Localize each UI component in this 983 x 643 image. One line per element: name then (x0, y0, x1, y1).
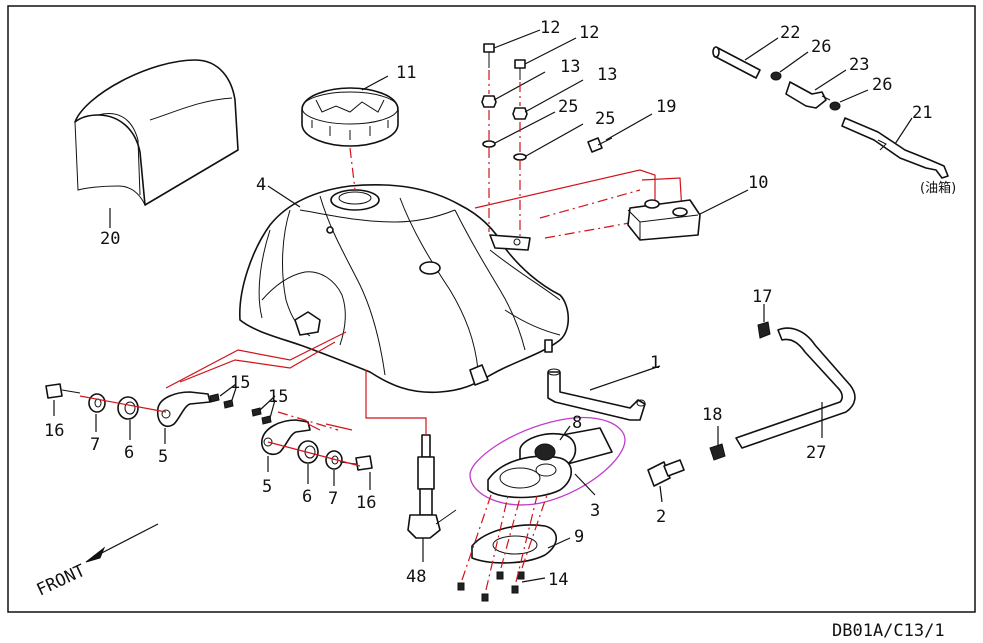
part-11-fuel-cap (301, 75, 399, 147)
callout-25a: 25 (558, 97, 578, 117)
part-1-overflow-pipe (547, 365, 661, 421)
front-bracket-hardware (45, 383, 373, 490)
callout-13a: 13 (560, 57, 580, 77)
part-27-hose (709, 304, 856, 461)
callout-12a: 12 (540, 18, 560, 38)
callout-7a: 7 (90, 435, 100, 455)
callout-14: 14 (548, 570, 568, 590)
front-label: FRONT (34, 561, 89, 601)
callout-12b: 12 (579, 23, 599, 43)
callout-8: 8 (572, 413, 582, 433)
callout-10: 10 (748, 173, 768, 193)
callout-6a: 6 (124, 443, 134, 463)
callout-26a: 26 (811, 37, 831, 57)
callout-3: 3 (590, 501, 600, 521)
mounting-bolts-12-13-25 (481, 29, 584, 161)
callout-20: 20 (100, 229, 120, 249)
part-4-fuel-tank (239, 184, 570, 394)
callout-13b: 13 (597, 65, 617, 85)
callout-22: 22 (780, 23, 800, 43)
diagram-frame (7, 5, 976, 613)
part-2-fitting (647, 459, 685, 503)
part-10-rubber-mount (627, 189, 749, 241)
callout-4: 4 (256, 175, 266, 195)
callout-2: 2 (656, 507, 666, 527)
callout-5b: 5 (262, 477, 272, 497)
callout-17: 17 (752, 287, 772, 307)
part-20-tank-cover (74, 59, 239, 228)
callout-18: 18 (702, 405, 722, 425)
part-48-drain-valve (407, 434, 457, 562)
callout-11: 11 (396, 63, 416, 83)
front-direction-arrow (85, 523, 159, 563)
callout-15a: 15 (230, 373, 250, 393)
callout-16b: 16 (356, 493, 376, 513)
callout-23: 23 (849, 55, 869, 75)
callout-27: 27 (806, 443, 826, 463)
callout-1: 1 (650, 353, 660, 373)
callout-16a: 16 (44, 421, 64, 441)
callout-15b: 15 (268, 387, 288, 407)
callout-48: 48 (406, 567, 426, 587)
callout-21: 21 (912, 103, 932, 123)
callout-9: 9 (574, 527, 584, 547)
drawing-code: DB01A/C13/1 (832, 621, 945, 641)
fuel-tank-note: (油箱) (920, 180, 956, 196)
callout-7b: 7 (328, 489, 338, 509)
callout-5a: 5 (158, 447, 168, 467)
callout-26b: 26 (872, 75, 892, 95)
fuel-pump-assembly (457, 416, 626, 602)
vent-hose-assembly (712, 37, 949, 179)
callout-25b: 25 (595, 109, 615, 129)
callout-6b: 6 (302, 487, 312, 507)
callout-19: 19 (656, 97, 676, 117)
part-19-screw (587, 113, 653, 153)
